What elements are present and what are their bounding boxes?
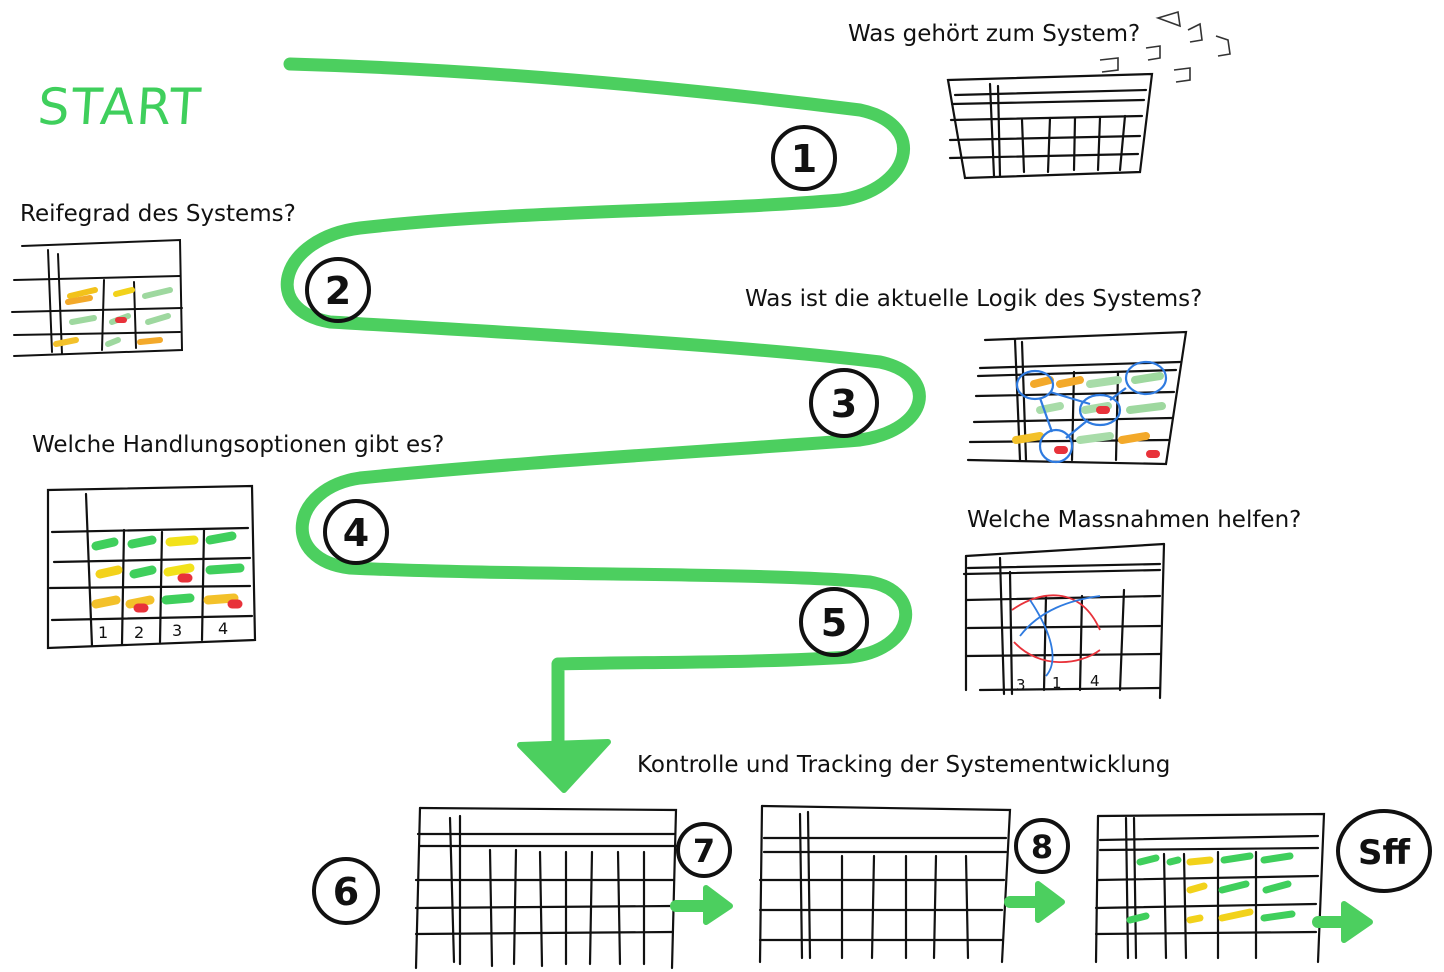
question-step-1: Was gehört zum System? bbox=[848, 21, 1141, 47]
svg-text:8: 8 bbox=[1031, 828, 1053, 866]
down-arrow-icon bbox=[517, 739, 611, 793]
step-marker-sff: Sff bbox=[1336, 809, 1432, 893]
option-column-label-1: 1 bbox=[98, 623, 108, 642]
svg-text:3: 3 bbox=[831, 382, 857, 426]
step-marker-2: 2 bbox=[305, 257, 371, 323]
svg-text:4: 4 bbox=[343, 511, 369, 555]
question-step-2: Reifegrad des Systems? bbox=[20, 201, 296, 227]
arrow-right-icon-1 bbox=[670, 885, 733, 925]
step-marker-7: 7 bbox=[676, 822, 732, 878]
system-grid-step-1 bbox=[946, 72, 1154, 180]
svg-text:7: 7 bbox=[693, 832, 715, 870]
option-column-label-4: 4 bbox=[218, 619, 228, 638]
maturity-grid-step-2 bbox=[11, 238, 184, 357]
question-step-3: Was ist die aktuelle Logik des Systems? bbox=[745, 286, 1203, 312]
floating-elements-icon bbox=[1099, 10, 1231, 83]
logic-grid-step-3 bbox=[966, 330, 1188, 466]
tracking-grid-2 bbox=[758, 804, 1012, 964]
svg-text:Sff: Sff bbox=[1358, 833, 1410, 873]
question-step-4: Welche Handlungsoptionen gibt es? bbox=[32, 432, 445, 458]
svg-text:2: 2 bbox=[325, 269, 351, 313]
measure-column-label-3: 4 bbox=[1090, 672, 1100, 690]
start-label: START bbox=[35, 77, 205, 136]
step-marker-3: 3 bbox=[809, 368, 879, 438]
question-step-6: Kontrolle und Tracking der Systementwick… bbox=[637, 752, 1171, 778]
step-marker-1: 1 bbox=[771, 125, 837, 191]
measure-column-label-1: 3 bbox=[1016, 676, 1026, 694]
arrow-right-icon-3 bbox=[1312, 901, 1373, 943]
step-marker-4: 4 bbox=[323, 499, 389, 565]
measures-grid-step-5: 3 1 4 bbox=[962, 542, 1166, 700]
measure-column-label-2: 1 bbox=[1052, 674, 1062, 692]
svg-text:6: 6 bbox=[333, 870, 359, 914]
tracking-grid-1 bbox=[414, 806, 678, 970]
question-step-5: Welche Massnahmen helfen? bbox=[967, 507, 1302, 533]
option-column-label-2: 2 bbox=[134, 623, 144, 642]
svg-text:5: 5 bbox=[821, 601, 847, 645]
options-grid-step-4: 1 2 3 4 bbox=[46, 484, 257, 650]
arrow-right-icon-2 bbox=[1004, 881, 1065, 923]
step-marker-5: 5 bbox=[799, 587, 869, 657]
step-marker-8: 8 bbox=[1014, 818, 1070, 874]
step-marker-6: 6 bbox=[312, 857, 380, 925]
tracking-grid-3 bbox=[1094, 812, 1326, 964]
option-column-label-3: 3 bbox=[172, 621, 182, 640]
green-process-path bbox=[280, 57, 926, 767]
svg-text:1: 1 bbox=[791, 137, 817, 181]
